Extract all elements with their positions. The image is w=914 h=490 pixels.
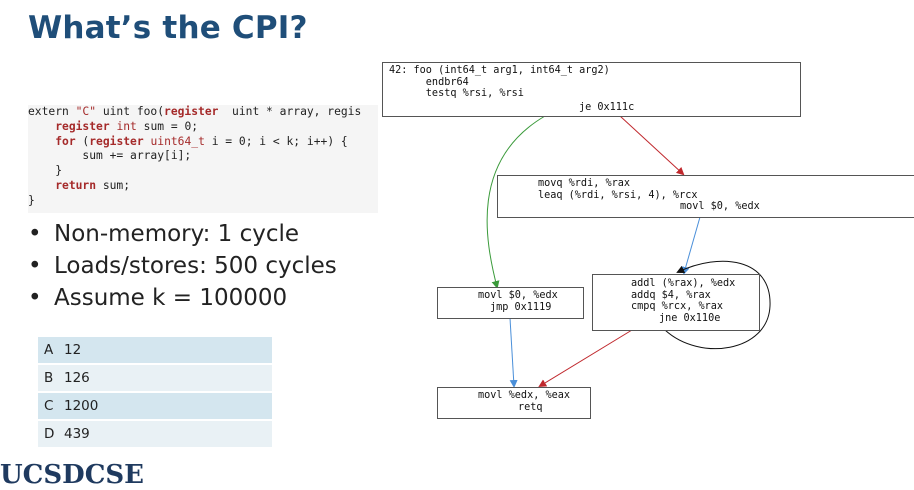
cfg-block-loop: addl (%rax), %edx addq $4, %rax cmpq %rc…	[592, 274, 760, 331]
answer-value: 1200	[58, 393, 272, 419]
edge-jump	[509, 317, 518, 388]
answer-letter: C	[38, 393, 58, 419]
slide-title: What’s the CPI?	[28, 10, 308, 46]
edge-not-taken	[619, 115, 685, 176]
bullet-dot: •	[28, 221, 42, 247]
answer-value: 12	[58, 337, 272, 363]
cfg-block-zero: movl $0, %edx jmp 0x1119	[437, 287, 584, 319]
bullet-item: •Loads/stores: 500 cycles	[28, 250, 337, 282]
bullet-item: •Non-memory: 1 cycle	[28, 218, 337, 250]
edge-taken	[486, 115, 546, 289]
bullet-item: •Assume k = 100000	[28, 282, 337, 314]
answer-letter: D	[38, 421, 58, 447]
edge-loop	[664, 260, 771, 350]
control-flow-graph	[486, 115, 771, 388]
cfg-block-entry: 42: foo (int64_t arg1, int64_t arg2) end…	[382, 62, 801, 117]
code-snippet: extern "C" uint foo(register uint * arra…	[28, 105, 378, 213]
edge-exit	[538, 329, 633, 388]
bullet-dot: •	[28, 285, 42, 311]
answer-value: 439	[58, 421, 272, 447]
answer-letter: A	[38, 337, 58, 363]
cfg-block-setup: movq %rdi, %rax leaq (%rdi, %rsi, 4), %r…	[497, 175, 914, 218]
answer-value: 126	[58, 365, 272, 391]
cfg-block-return: movl %edx, %eax retq	[437, 387, 591, 419]
bullet-dot: •	[28, 253, 42, 279]
edge-fallthrough	[681, 216, 701, 275]
bullet-list: •Non-memory: 1 cycle •Loads/stores: 500 …	[28, 218, 337, 314]
answer-letter: B	[38, 365, 58, 391]
